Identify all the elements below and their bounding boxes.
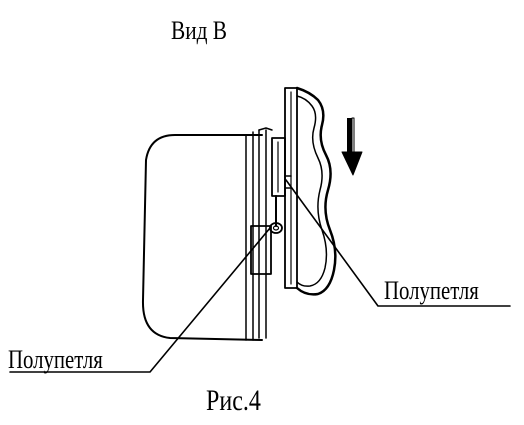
leader-line-right xyxy=(285,179,511,307)
down-arrow-icon xyxy=(341,117,363,176)
door-wavy-edge-inner xyxy=(296,95,328,287)
door-wavy-edge xyxy=(295,86,337,296)
half-hinge-label-left: Полупетля xyxy=(8,345,103,374)
lower-half-hinge xyxy=(250,225,272,275)
cabinet-body xyxy=(141,134,263,341)
leader-line-left xyxy=(9,227,271,373)
upper-half-hinge xyxy=(271,137,286,197)
hinge-knuckle-inner xyxy=(272,225,280,231)
half-hinge-label-right: Полупетля xyxy=(384,276,479,305)
figure-caption: Рис.4 xyxy=(206,384,261,417)
frame-top-cap xyxy=(258,127,273,131)
view-title: Вид В xyxy=(171,16,228,45)
